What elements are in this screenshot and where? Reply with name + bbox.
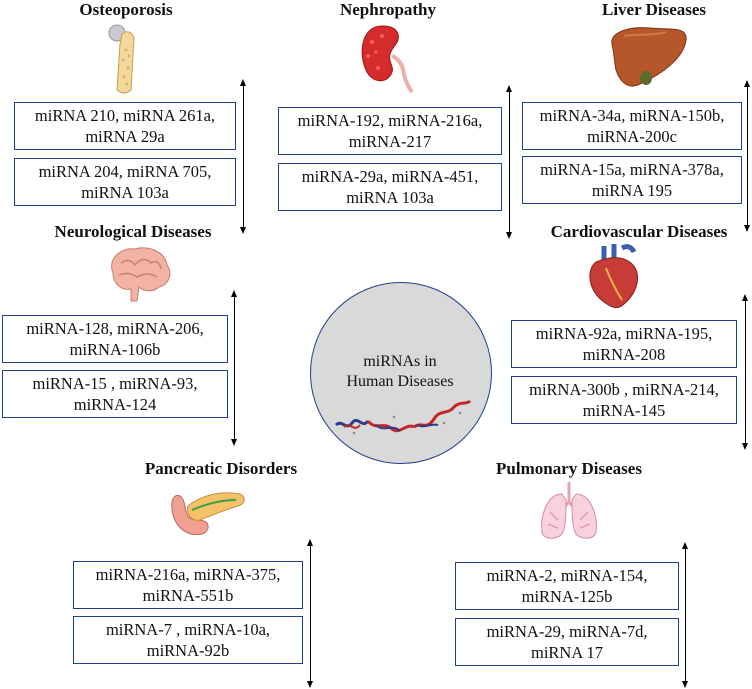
arrow-liver xyxy=(744,80,750,232)
heart-icon xyxy=(589,244,639,309)
arrow-osteoporosis xyxy=(240,79,246,234)
lungs-icon xyxy=(541,482,597,539)
group-title-cardiovascular-diseases: Cardiovascular Diseases xyxy=(550,222,728,241)
rna-molecule-icon xyxy=(334,399,472,435)
center-circle xyxy=(310,282,492,464)
center-label: miRNAs in Human Diseases xyxy=(310,352,490,392)
group-title-liver-diseases: Liver Diseases xyxy=(601,0,707,19)
mirna-box-osteoporosis-2: miRNA 204, miRNA 705,miRNA 103a xyxy=(14,158,236,206)
group-title-osteoporosis: Osteoporosis xyxy=(79,0,173,19)
liver-icon xyxy=(611,27,687,87)
mirna-box-neurological-1: miRNA-128, miRNA-206,miRNA-106b xyxy=(2,315,228,363)
group-title-pulmonary-diseases: Pulmonary Diseases xyxy=(496,459,642,478)
mirna-box-osteoporosis-1: miRNA 210, miRNA 261a,miRNA 29a xyxy=(14,102,236,150)
center-label-line2: Human Diseases xyxy=(346,373,454,390)
mirna-box-liver-2: miRNA-15a, miRNA-378a,miRNA 195 xyxy=(522,156,742,204)
kidney-icon xyxy=(361,25,414,94)
group-title-nephropathy: Nephropathy xyxy=(339,0,437,19)
mirna-box-pancreatic-2: miRNA-7 , miRNA-10a,miRNA-92b xyxy=(73,616,303,664)
mirna-box-nephropathy-1: miRNA-192, miRNA-216a,miRNA-217 xyxy=(278,107,502,155)
group-title-neurological-diseases: Neurological Diseases xyxy=(54,222,212,241)
mirna-box-nephropathy-2: miRNA-29a, miRNA-451,miRNA 103a xyxy=(278,163,502,211)
mirna-box-cardiovascular-2: miRNA-300b , miRNA-214,miRNA-145 xyxy=(511,376,737,424)
mirna-box-pancreatic-1: miRNA-216a, miRNA-375,miRNA-551b xyxy=(73,561,303,609)
arrow-cardiovascular xyxy=(742,294,748,450)
mirna-box-pulmonary-2: miRNA-29, miRNA-7d,miRNA 17 xyxy=(455,618,679,666)
mirna-box-neurological-2: miRNA-15 , miRNA-93,miRNA-124 xyxy=(2,370,228,418)
bone-icon xyxy=(108,24,135,94)
mirna-box-pulmonary-1: miRNA-2, miRNA-154,miRNA-125b xyxy=(455,562,679,610)
mirna-box-liver-1: miRNA-34a, miRNA-150b,miRNA-200c xyxy=(522,102,742,150)
arrow-pulmonary xyxy=(682,542,688,688)
brain-icon xyxy=(111,247,171,302)
arrow-pancreatic xyxy=(307,539,313,688)
arrow-neurological xyxy=(231,290,237,446)
mirna-box-cardiovascular-1: miRNA-92a, miRNA-195,miRNA-208 xyxy=(511,320,737,368)
group-title-pancreatic-disorders: Pancreatic Disorders xyxy=(144,459,298,478)
center-label-line1: miRNAs in xyxy=(363,353,437,370)
arrow-nephropathy xyxy=(506,85,512,239)
pancreas-icon xyxy=(171,492,245,536)
